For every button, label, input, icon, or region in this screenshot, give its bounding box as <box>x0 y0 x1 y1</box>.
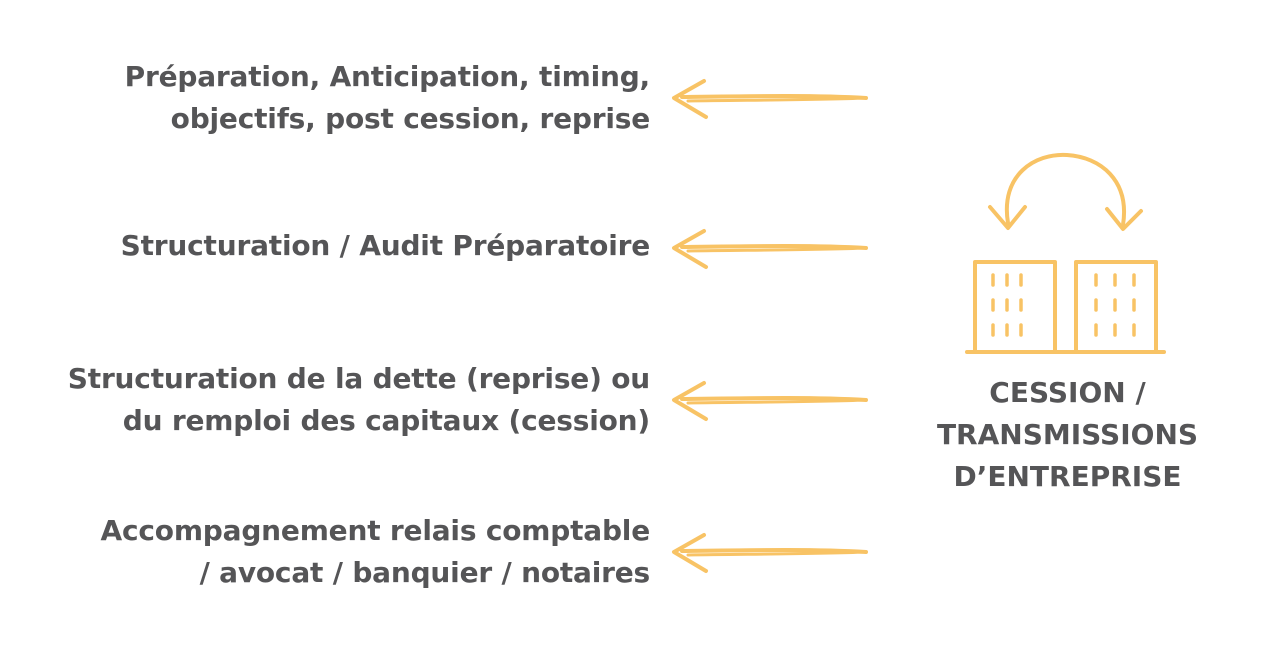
business-transfer-icon <box>965 152 1166 354</box>
item-preparation-line-2: objectifs, post cession, reprise <box>170 102 651 135</box>
main-caption-line-1: CESSION / <box>989 376 1146 409</box>
item-accompagnement: Accompagnement relais comptable / avocat… <box>10 510 651 594</box>
left-arrow-icon <box>672 533 868 573</box>
left-arrow-icon <box>672 79 868 119</box>
main-caption-line-3: D’ENTREPRISE <box>953 460 1182 493</box>
item-structuration-audit-line-1: Structuration / Audit Préparatoire <box>120 229 651 262</box>
item-accompagnement-line-2: / avocat / banquier / notaires <box>199 556 651 589</box>
left-arrow-icon <box>672 381 868 421</box>
item-structuration-dette-line-2: du remploi des capitaux (cession) <box>122 404 650 437</box>
item-structuration-dette-line-1: Structuration de la dette (reprise) ou <box>67 362 650 395</box>
item-structuration-dette: Structuration de la dette (reprise) ou d… <box>10 358 650 442</box>
main-caption-line-2: TRANSMISSIONS <box>936 418 1199 451</box>
item-accompagnement-line-1: Accompagnement relais comptable <box>100 514 651 547</box>
item-preparation: Préparation, Anticipation, timing, objec… <box>10 56 651 140</box>
main-caption: CESSION / TRANSMISSIONS D’ENTREPRISE <box>920 372 1215 498</box>
left-arrow-icon <box>672 229 868 269</box>
item-preparation-line-1: Préparation, Anticipation, timing, <box>124 60 651 93</box>
item-structuration-audit: Structuration / Audit Préparatoire <box>10 225 651 267</box>
